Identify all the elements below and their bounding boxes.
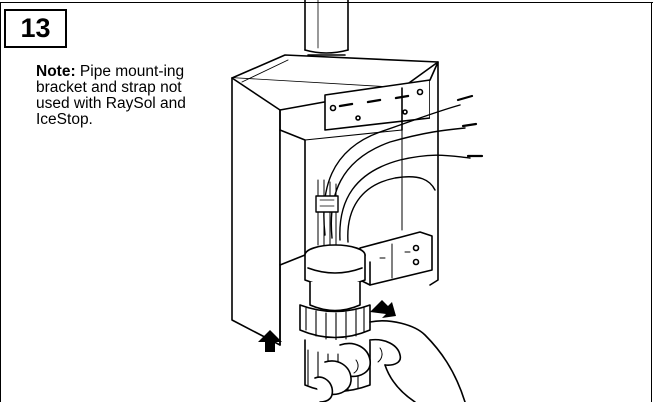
cable-icon: [315, 94, 484, 249]
note-text: Note: Pipe mount-ing bracket and strap n…: [36, 64, 214, 128]
panel-right-border: [651, 2, 652, 402]
note-label: Note:: [36, 63, 76, 80]
step-number: 13: [4, 9, 67, 48]
junction-box-installation-illustration: [220, 0, 510, 402]
note-body: Pipe mount-ing bracket and strap not use…: [36, 63, 186, 128]
arrow-up-icon: [258, 300, 396, 352]
mounting-bracket-icon: [359, 231, 433, 286]
panel-left-border: [0, 2, 1, 402]
junction-box-icon: [231, 54, 439, 346]
pipe-icon: [304, 0, 349, 66]
hand-icon: [314, 320, 466, 402]
panel-top-border: [0, 2, 653, 3]
